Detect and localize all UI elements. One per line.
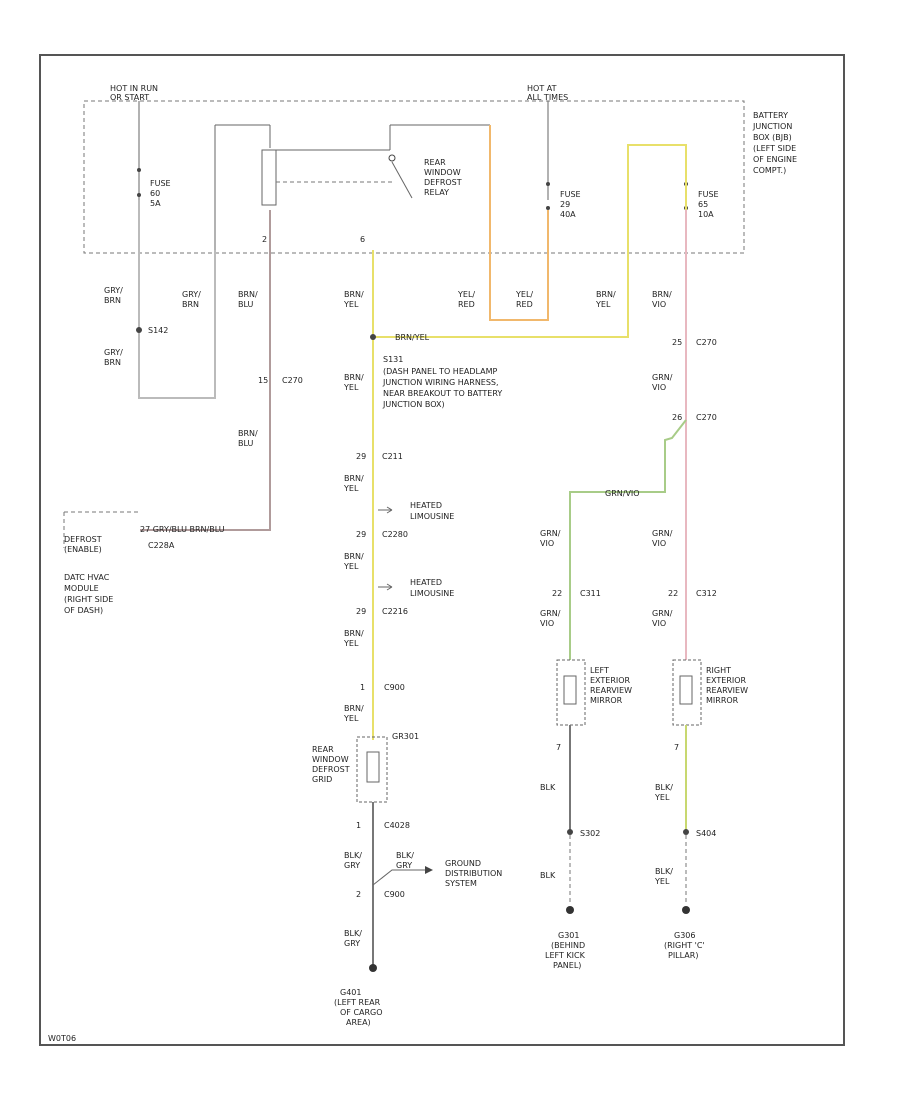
wire-c1: BRN/YEL <box>343 290 364 309</box>
ground-g306-icon <box>682 906 690 914</box>
wire-r1: BRN/VIO <box>652 290 672 309</box>
wire-c11: BLK/GRY <box>396 851 414 870</box>
pin-r6: 7 <box>674 743 679 752</box>
svg-text:6: 6 <box>360 235 365 244</box>
conn-c900-b: C900 <box>384 890 405 899</box>
svg-text:GR301: GR301 <box>392 732 419 741</box>
splice-label: BRN/YEL <box>395 333 430 342</box>
wire-r11: BLK/YEL <box>654 867 673 886</box>
splice-s142: S142 <box>148 326 168 335</box>
bjb-outline <box>83 100 745 254</box>
splice-s131-desc: (DASH PANEL TO HEADLAMP JUNCTION WIRING … <box>382 367 505 409</box>
svg-text:27 GRY/BLU BRN/BLU: 27 GRY/BLU BRN/BLU <box>140 525 225 534</box>
wire-s1b: GRY/BRN <box>104 348 123 367</box>
wire-s2: GRY/BRN <box>182 290 201 309</box>
wire-c2: YEL/RED <box>457 290 475 309</box>
wire-r5: GRN/VIO <box>652 529 673 548</box>
wire-c12: BLK/GRY <box>344 929 362 948</box>
wire-r6: GRN/VIO <box>540 609 561 628</box>
pin-r4: 22 <box>668 589 678 598</box>
conn-c270-a: C270 <box>282 376 303 385</box>
pin-r5: 7 <box>556 743 561 752</box>
wire-r2: GRN/VIO <box>652 373 673 392</box>
pin-c1: 29 <box>356 452 366 461</box>
pin-r2: 26 <box>672 413 682 422</box>
wire-r7: GRN/VIO <box>652 609 673 628</box>
ground-g306: G306(RIGHT 'C'PILLAR) <box>664 931 705 960</box>
pin-c5: 1 <box>356 821 361 830</box>
conn-c900: C900 <box>384 683 405 692</box>
conn-c2216: C2216 <box>382 607 408 616</box>
conn-r2: C270 <box>696 413 717 422</box>
wire-r3: GRN/VIO <box>605 489 640 498</box>
conn-c311: C311 <box>580 589 601 598</box>
wire-r8: BLK <box>540 783 556 792</box>
conn-c2280: C2280 <box>382 530 408 539</box>
wire-r9: BLK/YEL <box>654 783 673 802</box>
svg-text:DEFROST(ENABLE): DEFROST(ENABLE) <box>64 535 102 554</box>
wire-r10: BLK <box>540 871 556 880</box>
pin-s3: 15 <box>258 376 268 385</box>
pin-r3: 22 <box>552 589 562 598</box>
splice-s131: S131 <box>383 355 403 364</box>
pin-c6: 2 <box>356 890 361 899</box>
svg-text:2: 2 <box>262 235 267 244</box>
ground-g401-icon <box>369 964 377 972</box>
conn-r1: C270 <box>696 338 717 347</box>
wire-c6: BRN/YEL <box>343 474 364 493</box>
conn-c4028: C4028 <box>384 821 410 830</box>
wire-c10: BLK/GRY <box>344 851 362 870</box>
splice-s404: S404 <box>696 829 716 838</box>
wire-c9: BRN/YEL <box>343 704 364 723</box>
conn-c312: C312 <box>696 589 717 598</box>
conn-c211: C211 <box>382 452 403 461</box>
ground-g301-icon <box>566 906 574 914</box>
pin-c4: 1 <box>360 683 365 692</box>
pin-c3: 29 <box>356 607 366 616</box>
datc-hvac-module: DEFROST(ENABLE) 27 GRY/BLU BRN/BLU C228A… <box>63 511 225 615</box>
splice-s302: S302 <box>580 829 600 838</box>
pin-c2: 29 <box>356 530 366 539</box>
pin-r1: 25 <box>672 338 682 347</box>
wire-c3: YEL/RED <box>515 290 533 309</box>
footer-id: W0T06 <box>48 1034 76 1043</box>
svg-text:C228A: C228A <box>148 541 175 550</box>
wire-s3: BRN/BLU <box>238 290 258 309</box>
wire-c7: BRN/YEL <box>343 552 364 571</box>
bjb-label: BATTERY JUNCTION BOX (BJB) (LEFT SIDE OF… <box>752 111 800 175</box>
wire-s3b: BRN/BLU <box>238 429 258 448</box>
wire-c5: BRN/YEL <box>343 373 364 392</box>
wire-c8: BRN/YEL <box>343 629 364 648</box>
wire-s1a: GRY/BRN <box>104 286 123 305</box>
wire-r4: GRN/VIO <box>540 529 561 548</box>
wire-c4: BRN/YEL <box>595 290 616 309</box>
diagram-frame <box>39 54 845 1046</box>
